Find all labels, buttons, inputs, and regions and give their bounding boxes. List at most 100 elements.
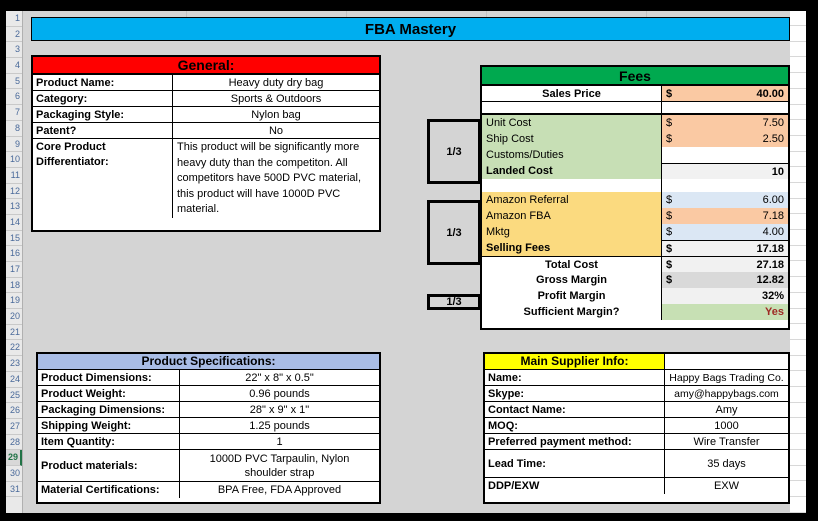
fees-value-unit-cost[interactable]: $ 7.50 — [662, 115, 788, 131]
sheet-title-banner[interactable]: FBA Mastery — [31, 17, 790, 41]
row-header-25[interactable]: 25 — [6, 388, 22, 404]
table-row-ship-cost[interactable]: Ship Cost $ 2.50 — [482, 131, 788, 147]
supplier-value-skype[interactable]: amy@happybags.com — [674, 387, 779, 400]
supplier-value-payment-method[interactable]: Wire Transfer — [693, 435, 760, 448]
row-header-30[interactable]: 30 — [6, 466, 22, 482]
table-row[interactable]: MOQ: 1000 — [485, 418, 788, 434]
general-value-core-differentiator[interactable]: This product will be significantly more … — [177, 141, 362, 215]
table-row[interactable]: Skype: amy@happybags.com — [485, 386, 788, 402]
row-header-24[interactable]: 24 — [6, 372, 22, 388]
row-header-18[interactable]: 18 — [6, 278, 22, 294]
row-header-3[interactable]: 3 — [6, 42, 22, 59]
general-value-patent[interactable]: No — [268, 124, 284, 137]
row-header-8[interactable]: 8 — [6, 121, 22, 137]
supplier-value-name[interactable]: Happy Bags Trading Co. — [669, 371, 784, 384]
table-row[interactable]: Patent? No — [33, 123, 379, 139]
row-header-21[interactable]: 21 — [6, 325, 22, 341]
row-header-7[interactable]: 7 — [6, 105, 22, 121]
table-row[interactable]: Lead Time: 35 days — [485, 450, 788, 478]
row-header-10[interactable]: 10 — [6, 152, 22, 168]
row-header-23[interactable]: 23 — [6, 356, 22, 372]
row-header-19[interactable]: 19 — [6, 293, 22, 310]
table-row-amazon-referral[interactable]: Amazon Referral $ 6.00 — [482, 192, 788, 208]
table-row[interactable]: Contact Name: Amy — [485, 402, 788, 418]
fees-value-sufficient-margin[interactable]: Yes — [662, 304, 788, 320]
specs-value-shipping-weight[interactable]: 1.25 pounds — [249, 419, 310, 432]
table-row-sales-price[interactable]: Sales Price $ 40.00 — [482, 86, 788, 102]
fees-value-total-cost[interactable]: $ 27.18 — [662, 257, 788, 272]
product-specifications-table[interactable]: Product Specifications: Product Dimensio… — [36, 352, 381, 504]
fees-value-selling-fees[interactable]: $ 17.18 — [662, 240, 788, 256]
row-header-12[interactable]: 12 — [6, 184, 22, 200]
row-header-2[interactable]: 2 — [6, 27, 22, 43]
fees-value-ship-cost[interactable]: $ 2.50 — [662, 131, 788, 147]
specs-value-packaging-dimensions[interactable]: 28" x 9" x 1" — [249, 403, 310, 416]
table-row-mktg[interactable]: Mktg $ 4.00 — [482, 224, 788, 240]
supplier-value-contact-name[interactable]: Amy — [715, 403, 738, 416]
specs-value-item-quantity[interactable]: 1 — [276, 435, 283, 448]
table-row[interactable]: Packaging Style: Nylon bag — [33, 107, 379, 123]
table-row-total-cost[interactable]: Total Cost $ 27.18 — [482, 256, 788, 272]
row-header-20[interactable]: 20 — [6, 309, 22, 325]
specs-value-product-dimensions[interactable]: 22" x 8" x 0.5" — [245, 371, 314, 384]
fees-value-mktg[interactable]: $ 4.00 — [662, 224, 788, 240]
row-header-22[interactable]: 22 — [6, 340, 22, 357]
table-row[interactable]: Product Weight: 0.96 pounds — [38, 386, 379, 402]
fees-value-gross-margin[interactable]: $ 12.82 — [662, 272, 788, 288]
supplier-value-lead-time[interactable]: 35 days — [707, 457, 746, 470]
table-row-gross-margin[interactable]: Gross Margin $ 12.82 — [482, 272, 788, 288]
row-header-6[interactable]: 6 — [6, 89, 22, 106]
specs-value-product-weight[interactable]: 0.96 pounds — [249, 387, 310, 400]
general-value-category[interactable]: Sports & Outdoors — [230, 92, 322, 105]
table-row-customs-duties[interactable]: Customs/Duties — [482, 147, 788, 163]
table-row[interactable]: Category: Sports & Outdoors — [33, 91, 379, 107]
fees-value-amazon-referral[interactable]: $ 6.00 — [662, 192, 788, 208]
row-header-1[interactable]: 1 — [6, 11, 22, 27]
row-header-9[interactable]: 9 — [6, 137, 22, 153]
specs-value-material-certifications[interactable]: BPA Free, FDA Approved — [217, 484, 342, 496]
fees-value-sales-price[interactable]: $ 40.00 — [662, 86, 788, 101]
fees-table[interactable]: Fees Sales Price $ 40.00 Unit Cost $ 7.5 — [480, 65, 790, 330]
supplier-value-ddp-exw[interactable]: EXW — [713, 480, 740, 492]
fees-value-customs-duties[interactable] — [662, 147, 788, 163]
row-header-13[interactable]: 13 — [6, 199, 22, 215]
table-row[interactable]: Product Dimensions: 22" x 8" x 0.5" — [38, 370, 379, 386]
general-table[interactable]: General: Product Name: Heavy duty dry ba… — [31, 55, 381, 232]
row-header-5[interactable]: 5 — [6, 74, 22, 90]
row-header-15[interactable]: 15 — [6, 231, 22, 247]
row-header-4[interactable]: 4 — [6, 58, 22, 74]
table-row-profit-margin[interactable]: Profit Margin 32% — [482, 288, 788, 304]
table-row[interactable]: Product Name: Heavy duty dry bag — [33, 75, 379, 91]
fees-value-amazon-fba[interactable]: $ 7.18 — [662, 208, 788, 224]
table-row[interactable]: Preferred payment method: Wire Transfer — [485, 434, 788, 450]
row-header-26[interactable]: 26 — [6, 403, 22, 419]
row-header-27[interactable]: 27 — [6, 419, 22, 435]
row-header-17[interactable]: 17 — [6, 262, 22, 278]
row-header-29[interactable]: 29 — [6, 450, 22, 466]
table-row-landed-cost[interactable]: Landed Cost 10 — [482, 163, 788, 179]
row-header-14[interactable]: 14 — [6, 215, 22, 231]
table-row-unit-cost[interactable]: Unit Cost $ 7.50 — [482, 115, 788, 131]
table-row[interactable]: Material Certifications: BPA Free, FDA A… — [38, 482, 379, 498]
table-row[interactable]: Shipping Weight: 1.25 pounds — [38, 418, 379, 434]
table-row-materials[interactable]: Product materials: 1000D PVC Tarpaulin, … — [38, 450, 379, 482]
general-value-product-name[interactable]: Heavy duty dry bag — [228, 76, 324, 89]
table-row-selling-fees[interactable]: Selling Fees $ 17.18 — [482, 240, 788, 256]
main-supplier-info-table[interactable]: Main Supplier Info: Name: Happy Bags Tra… — [483, 352, 790, 504]
table-row-differentiator[interactable]: Core Product Differentiator: This produc… — [33, 139, 379, 218]
row-header-31[interactable]: 31 — [6, 482, 22, 498]
table-row[interactable]: Packaging Dimensions: 28" x 9" x 1" — [38, 402, 379, 418]
row-header-28[interactable]: 28 — [6, 435, 22, 451]
row-header-11[interactable]: 11 — [6, 168, 22, 184]
supplier-value-moq[interactable]: 1000 — [714, 419, 739, 432]
right-column-strip[interactable] — [790, 11, 806, 513]
specs-value-product-materials[interactable]: 1000D PVC Tarpaulin, Nylon shoulder stra… — [180, 450, 379, 481]
table-row-amazon-fba[interactable]: Amazon FBA $ 7.18 — [482, 208, 788, 224]
table-row[interactable]: DDP/EXW EXW — [485, 478, 788, 494]
table-row[interactable]: Item Quantity: 1 — [38, 434, 379, 450]
table-row-sufficient-margin[interactable]: Sufficient Margin? Yes — [482, 304, 788, 320]
fees-value-profit-margin[interactable]: 32% — [662, 288, 788, 304]
fees-value-landed-cost[interactable]: 10 — [662, 163, 788, 179]
